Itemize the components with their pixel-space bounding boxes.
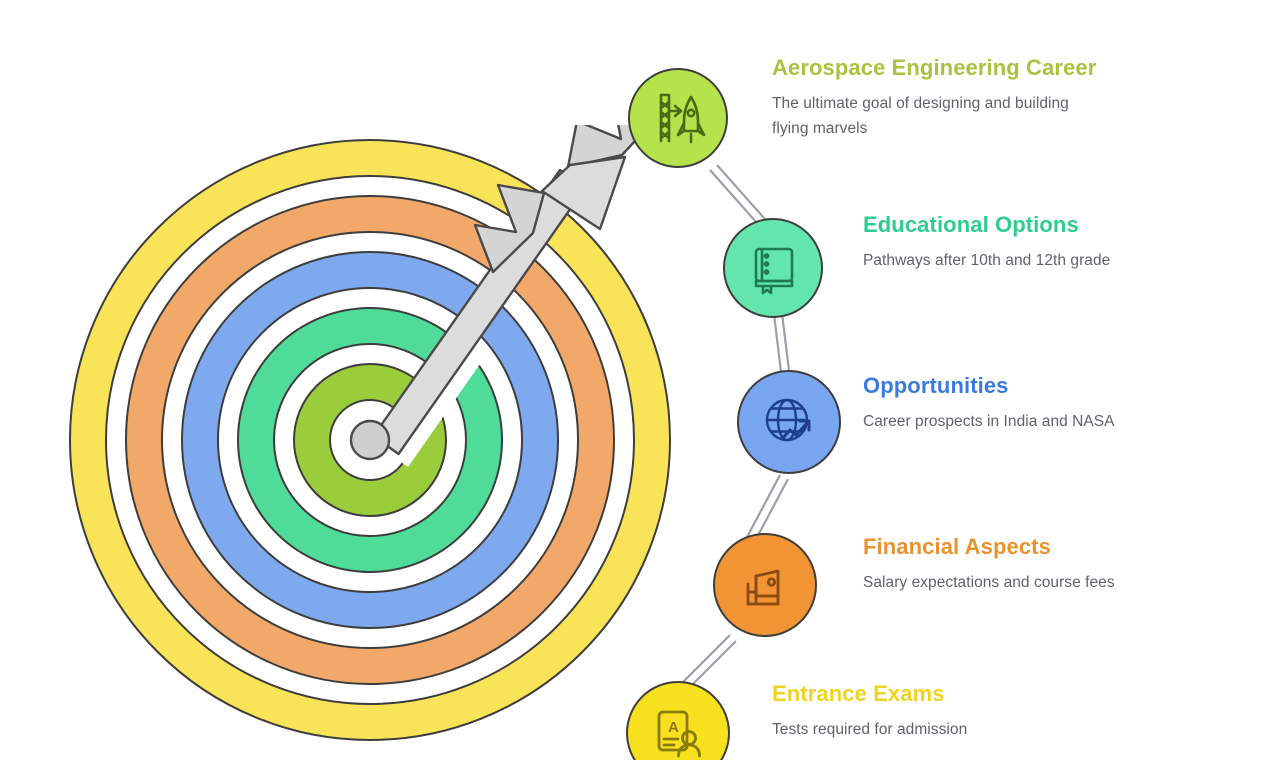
arrow-icon bbox=[349, 125, 652, 461]
connector-3-4 bbox=[745, 474, 781, 540]
target-svg bbox=[69, 125, 671, 741]
step-title: Opportunities bbox=[863, 373, 1009, 398]
ring-outer-yellow bbox=[70, 140, 670, 740]
step-text-entrance-exams: Entrance Exams Tests required for admiss… bbox=[772, 676, 1112, 742]
step-desc: The ultimate goal of designing and build… bbox=[772, 95, 1069, 138]
step-title: Entrance Exams bbox=[772, 681, 945, 706]
step-desc: Career prospects in India and NASA bbox=[863, 413, 1115, 431]
ring-inner-lime bbox=[294, 364, 446, 516]
ring-blue bbox=[182, 252, 558, 628]
step-text-opportunities: Opportunities Career prospects in India … bbox=[863, 368, 1193, 434]
book-with-bookmark-icon bbox=[744, 239, 802, 297]
arrow-nock bbox=[540, 155, 627, 231]
arrow-tip bbox=[349, 419, 391, 461]
target-rings bbox=[69, 139, 671, 741]
wallet-with-coin-icon bbox=[734, 554, 796, 616]
connector-2-3 bbox=[772, 313, 783, 373]
node-financial-aspects[interactable] bbox=[713, 533, 817, 637]
step-title: Educational Options bbox=[863, 212, 1079, 237]
step-desc: Pathways after 10th and 12th grade bbox=[863, 252, 1111, 270]
node-aerospace-engineering-career[interactable] bbox=[628, 68, 728, 168]
svg-text:A: A bbox=[668, 719, 679, 736]
ring-green bbox=[238, 308, 502, 572]
node-entrance-exams[interactable]: A bbox=[626, 681, 730, 760]
node-educational-options[interactable] bbox=[723, 218, 823, 318]
ring-orange bbox=[126, 196, 614, 684]
connector-4-5 bbox=[677, 634, 731, 688]
rocket-and-launch-tower-icon bbox=[647, 87, 709, 149]
report-card-with-student-icon: A bbox=[647, 702, 709, 760]
step-text-aerospace-engineering-career: Aerospace Engineering Career The ultimat… bbox=[772, 50, 1102, 141]
step-text-educational-options: Educational Options Pathways after 10th … bbox=[863, 207, 1183, 273]
career-steps-flow: Aerospace Engineering Career The ultimat… bbox=[600, 0, 1278, 760]
arrow-fletching-right bbox=[566, 125, 652, 169]
target-graphic bbox=[55, 125, 685, 755]
step-desc: Tests required for admission bbox=[772, 721, 968, 739]
connector-2-3-b bbox=[780, 312, 791, 372]
step-title: Aerospace Engineering Career bbox=[772, 55, 1097, 80]
globe-with-growth-arrow-icon bbox=[758, 391, 820, 453]
node-opportunities[interactable] bbox=[737, 370, 841, 474]
step-title: Financial Aspects bbox=[863, 534, 1051, 559]
step-text-financial-aspects: Financial Aspects Salary expectations an… bbox=[863, 529, 1193, 595]
arrow-fletching-left bbox=[473, 183, 546, 274]
step-desc: Salary expectations and course fees bbox=[863, 574, 1115, 592]
